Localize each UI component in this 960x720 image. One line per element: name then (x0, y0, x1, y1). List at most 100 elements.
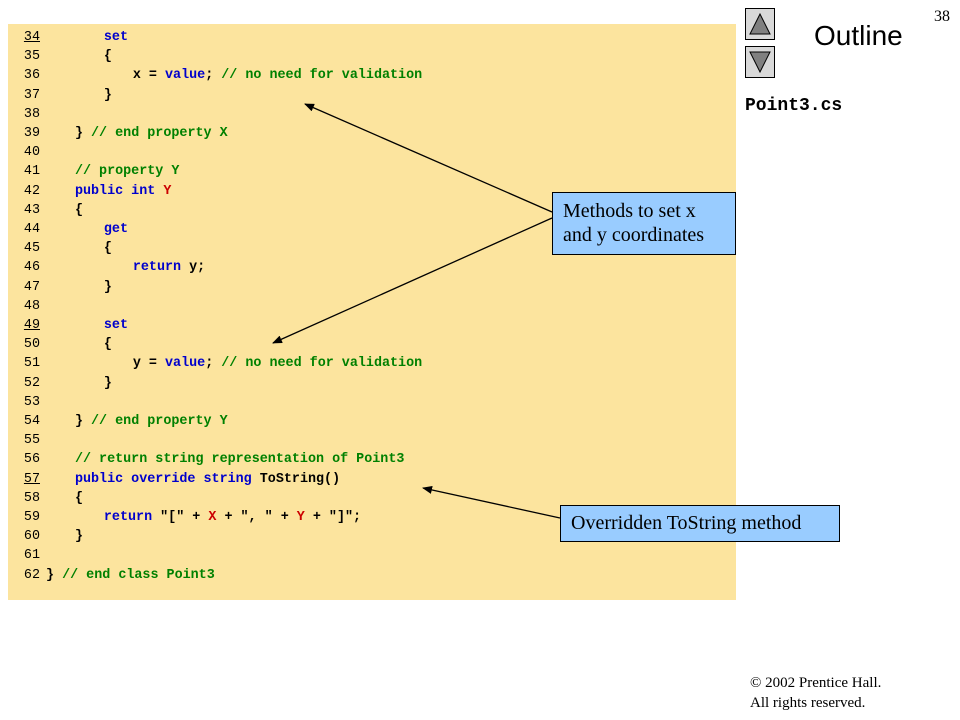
code-token: value (165, 356, 206, 372)
code-token: } (74, 414, 92, 429)
code-line: 47} (8, 278, 736, 297)
code-text: } (75, 527, 83, 546)
code-line: 36 x = value; // no need for validation (8, 66, 736, 85)
code-line: 43 { (8, 201, 736, 220)
code-token: ; (205, 356, 222, 372)
code-line: 51 y = value; // no need for validation (8, 354, 736, 373)
code-line: 50 { (8, 335, 736, 354)
code-line: 37} (8, 86, 736, 105)
code-token: + ", " + (216, 510, 297, 525)
arrow-to-set-x (304, 103, 553, 213)
line-number: 59 (23, 510, 40, 525)
code-text: y = value; // no need for validation (133, 354, 422, 373)
code-token: } (103, 279, 112, 295)
code-token: { (103, 337, 112, 353)
previous-slide-button[interactable] (745, 8, 775, 40)
code-text: get (104, 220, 128, 239)
line-number: 60 (23, 529, 40, 545)
copyright-line-2: All rights reserved. (750, 695, 866, 711)
code-line: 35{ (8, 47, 736, 66)
code-text: } (104, 86, 112, 105)
line-number: 39 (23, 126, 40, 141)
line-number: 58 (23, 490, 40, 506)
code-token: } (103, 375, 112, 391)
line-number: 49 (23, 318, 40, 333)
code-line: 48 (8, 297, 736, 316)
code-token: // no need for validation (221, 68, 423, 84)
code-line: 49 set (8, 316, 736, 335)
code-token: // end class Point3 (62, 567, 215, 583)
line-number: 36 (23, 68, 40, 84)
line-number: 34 (23, 30, 40, 45)
code-token: Y (163, 183, 172, 199)
callout-override: Overridden ToString method (560, 505, 840, 542)
code-line: 38 (8, 105, 736, 124)
code-token: x = (132, 68, 165, 84)
code-token: { (74, 490, 83, 506)
code-token: ; (205, 68, 222, 84)
code-token: return (103, 510, 161, 525)
code-token: "[" + (160, 510, 209, 525)
code-token: // no need for validation (221, 356, 423, 372)
code-line: 42 public int Y (8, 182, 736, 201)
code-line: 41// property Y (8, 162, 736, 181)
code-token: { (103, 49, 112, 65)
file-name: Point3.cs (745, 96, 843, 116)
line-number: 62 (23, 567, 40, 583)
code-token: y; (189, 260, 206, 276)
code-text: } (104, 374, 112, 393)
code-text: { (75, 489, 83, 508)
code-text: } // end class Point3 (46, 566, 215, 585)
code-text: x = value; // no need for validation (133, 66, 422, 85)
next-slide-button[interactable] (745, 46, 775, 78)
code-text: set (104, 316, 128, 335)
code-text: { (75, 201, 83, 220)
code-token: } (74, 529, 83, 545)
code-line: 44 get (8, 220, 736, 239)
code-text: return "[" + X + ", " + Y + "]"; (104, 508, 361, 527)
line-number: 48 (23, 298, 40, 314)
code-text: } (104, 278, 112, 297)
line-number: 51 (23, 356, 40, 372)
code-text: // property Y (75, 162, 179, 181)
line-number: 55 (23, 433, 40, 449)
code-line: 58 { (8, 489, 736, 508)
code-token: public int (74, 183, 164, 199)
line-number: 50 (23, 337, 40, 353)
code-token: } (74, 126, 92, 141)
code-text: // return string representation of Point… (75, 450, 404, 469)
code-token: public override string (74, 471, 260, 487)
code-line: 62 } // end class Point3 (8, 566, 736, 585)
code-line: 57 public override string ToString() (8, 470, 736, 489)
line-number: 40 (23, 145, 40, 161)
arrow-to-tostring (422, 486, 561, 519)
outline-label: Outline (814, 20, 903, 51)
code-line: 45{ (8, 239, 736, 258)
code-line: 52} (8, 374, 736, 393)
line-number: 42 (23, 183, 40, 199)
code-token: Y (296, 510, 305, 525)
code-text: { (104, 47, 112, 66)
line-number: 47 (23, 279, 40, 295)
code-token: // return string representation of Point… (74, 452, 405, 468)
line-number: 52 (23, 375, 40, 391)
code-text: } // end property Y (75, 412, 228, 431)
copyright: © 2002 Prentice Hall. All rights reserve… (750, 673, 881, 713)
code-token: return (132, 260, 190, 276)
code-token: { (103, 241, 112, 257)
line-number: 56 (23, 452, 40, 468)
code-text: return y; (133, 258, 205, 277)
code-text: } // end property X (75, 124, 228, 143)
line-number: 44 (23, 222, 40, 237)
line-number: 37 (23, 87, 40, 103)
code-token: ToString() (259, 471, 341, 487)
code-token: // end property X (91, 126, 228, 141)
line-number: 54 (23, 414, 40, 429)
line-number: 57 (23, 471, 40, 487)
code-line: 39} // end property X (8, 124, 736, 143)
line-number: 43 (23, 202, 40, 218)
page-number: 38 (934, 8, 950, 25)
code-text: { (104, 239, 112, 258)
